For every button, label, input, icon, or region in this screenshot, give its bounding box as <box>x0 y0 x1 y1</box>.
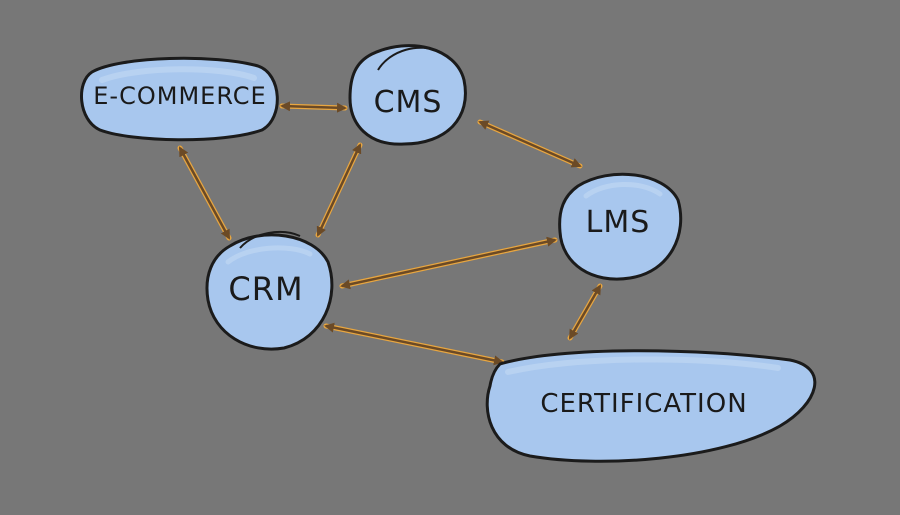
node-label-certification: CERTIFICATION <box>540 389 747 419</box>
edge-ecommerce-cms <box>279 101 348 113</box>
nodes-group: E-COMMERCE CMS LMS CRM <box>80 44 817 463</box>
node-label-ecommerce: E-COMMERCE <box>93 82 266 110</box>
edge-cms-crm <box>315 142 363 238</box>
node-label-crm: CRM <box>228 270 303 308</box>
edges-group <box>177 101 603 366</box>
edge-crm-lms <box>339 236 558 290</box>
edge-crm-certification <box>323 322 505 366</box>
node-certification[interactable]: CERTIFICATION <box>485 349 817 463</box>
edge-cms-lms <box>477 119 583 169</box>
node-label-lms: LMS <box>586 205 651 240</box>
node-label-cms: CMS <box>374 85 443 120</box>
node-crm[interactable]: CRM <box>205 231 334 351</box>
node-cms[interactable]: CMS <box>348 44 467 146</box>
node-ecommerce[interactable]: E-COMMERCE <box>80 56 279 142</box>
edge-lms-certification <box>567 283 603 341</box>
node-lms[interactable]: LMS <box>558 172 683 281</box>
edge-ecommerce-crm <box>177 145 232 241</box>
